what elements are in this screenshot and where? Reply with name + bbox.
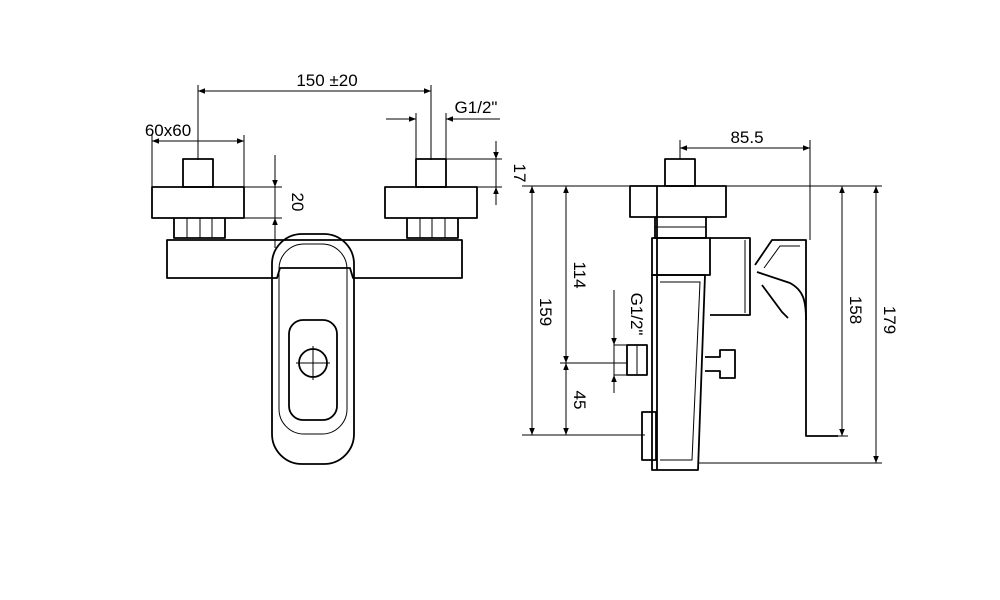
mixer-handle: [271, 233, 355, 465]
side-outlet: [626, 344, 736, 461]
dim-thread-front: G1/2": [386, 98, 500, 159]
height-159-label: 159: [536, 298, 555, 326]
dim-projection: 85.5: [679, 128, 811, 240]
flange-offset-label: 20: [288, 193, 307, 212]
side-thread-label: G1/2": [627, 293, 646, 336]
dim-height-179: 179: [698, 185, 899, 464]
thread-length-label: 17: [510, 164, 529, 183]
side-view: 85.5 159 114 45 G1/2": [522, 128, 899, 471]
projection-label: 85.5: [730, 128, 763, 147]
front-view: 150 ±20 60x60 G1/2" 17: [145, 71, 529, 465]
side-lever: [754, 239, 838, 437]
dim-flange-size: 60x60: [145, 121, 245, 187]
flange-size-label: 60x60: [145, 121, 191, 140]
dim-thread-length: 17: [446, 141, 529, 205]
center-distance-label: 150 ±20: [296, 71, 357, 90]
front-thread-label: G1/2": [455, 98, 498, 117]
height-158-label: 158: [846, 296, 865, 324]
left-inlet-connector: [151, 158, 245, 239]
dim-height-114: 114: [560, 186, 627, 364]
dim-height-158: 158: [810, 185, 865, 437]
side-connector: [629, 158, 727, 239]
side-body: [651, 237, 751, 471]
mixer-body: [166, 239, 463, 279]
dim-center-distance: 150 ±20: [197, 71, 432, 160]
height-179-label: 179: [880, 306, 899, 334]
height-45-label: 45: [570, 391, 589, 410]
right-inlet-connector: [384, 158, 478, 239]
dim-thread-side: G1/2": [611, 290, 646, 393]
height-114-label: 114: [570, 261, 589, 288]
dim-height-159: 159: [522, 185, 645, 436]
dim-height-45: 45: [563, 363, 589, 435]
dim-flange-offset: 20: [244, 155, 307, 248]
